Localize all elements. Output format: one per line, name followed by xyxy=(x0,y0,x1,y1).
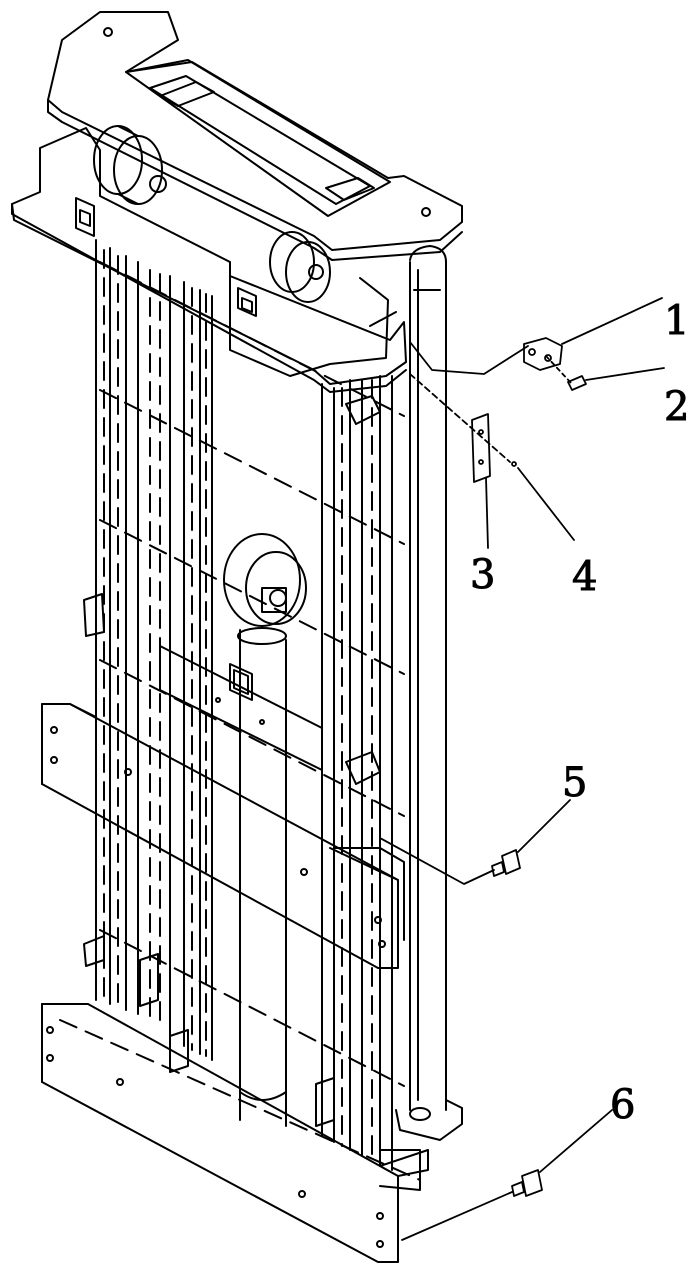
carriage-lower-plate xyxy=(41,1003,429,1263)
mast-right-rail xyxy=(321,375,393,1171)
callout-3: 3 xyxy=(470,552,495,598)
chain-roller-upper-left xyxy=(93,125,167,205)
hidden-lines xyxy=(59,249,421,1181)
chain-guide-bar xyxy=(159,645,323,771)
part-2-screw xyxy=(545,355,665,391)
part-4-pin xyxy=(409,373,575,541)
rail-brackets xyxy=(83,395,381,1127)
callout-2: 2 xyxy=(664,384,689,430)
part-6-bolt xyxy=(401,1109,613,1241)
carriage-upper-plate xyxy=(41,703,405,969)
upper-crossbeam xyxy=(11,127,407,393)
center-cylinder xyxy=(223,533,307,1127)
mast-left-rail xyxy=(95,239,213,1061)
part-1-bracket xyxy=(409,297,663,375)
lift-cylinder-right xyxy=(379,245,463,1191)
callout-5: 5 xyxy=(562,760,587,806)
callout-4: 4 xyxy=(572,554,597,600)
chain-roller-upper-right xyxy=(269,231,331,303)
part-5-bolt xyxy=(379,799,571,885)
callout-1: 1 xyxy=(664,298,689,344)
part-3-plate xyxy=(471,413,491,549)
top-head-plate xyxy=(47,11,463,261)
callout-6: 6 xyxy=(610,1082,635,1128)
